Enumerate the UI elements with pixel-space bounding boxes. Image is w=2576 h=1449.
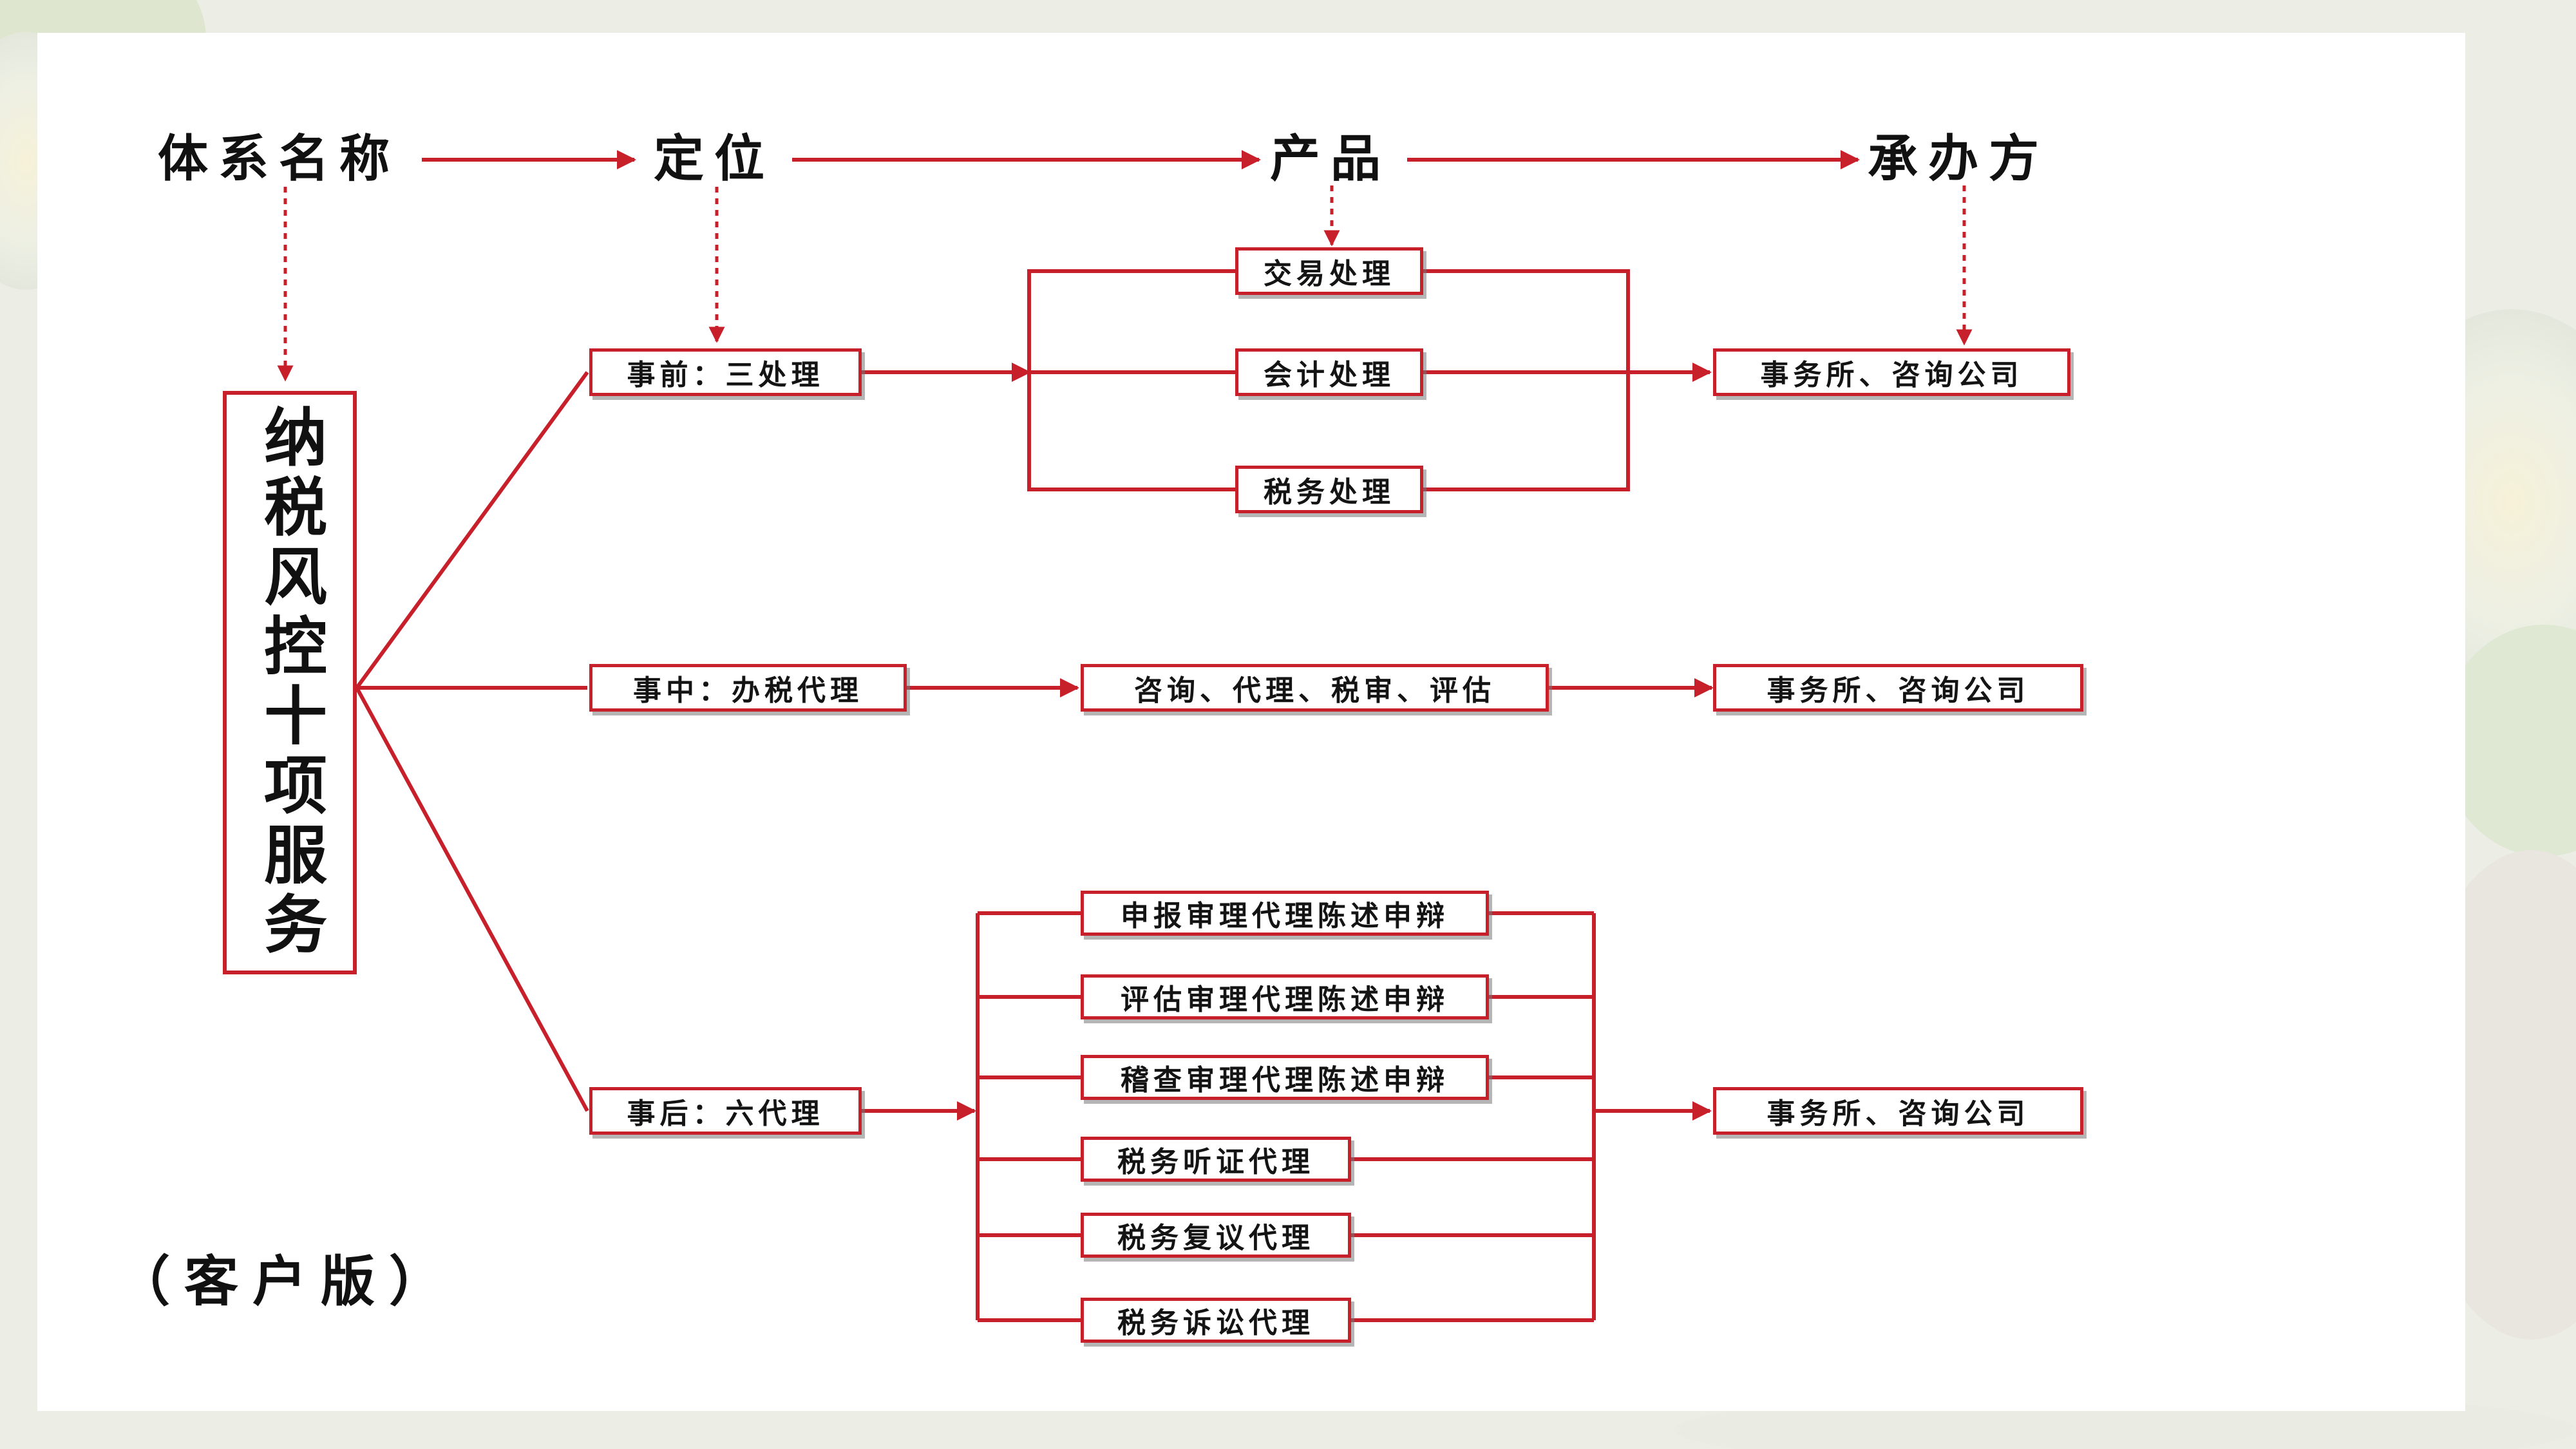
product-after-3: 稽查审理代理陈述申辩	[1081, 1055, 1489, 1100]
product-after-5: 税务复议代理	[1081, 1213, 1351, 1258]
provider-before: 事务所、咨询公司	[1713, 348, 2070, 396]
header-provider: 承办方	[1868, 130, 2050, 188]
stage-during: 事中：办税代理	[589, 664, 907, 712]
product-during-services: 咨询、代理、税审、评估	[1081, 664, 1549, 712]
main-title-box: 纳税风控十项服务	[223, 391, 357, 974]
product-after-4: 税务听证代理	[1081, 1137, 1351, 1182]
provider-after: 事务所、咨询公司	[1713, 1087, 2083, 1135]
main-title: 纳税风控十项服务	[253, 404, 327, 961]
product-after-1: 申报审理代理陈述申辩	[1081, 891, 1489, 936]
product-trade-processing: 交易处理	[1235, 247, 1423, 295]
product-after-6: 税务诉讼代理	[1081, 1298, 1351, 1343]
provider-during: 事务所、咨询公司	[1713, 664, 2083, 712]
header-system-name: 体系名称	[158, 130, 401, 188]
stage-before: 事前：三处理	[589, 348, 862, 396]
stage-after: 事后：六代理	[589, 1087, 862, 1135]
product-after-2: 评估审理代理陈述申辩	[1081, 974, 1489, 1019]
header-positioning: 定位	[654, 130, 775, 188]
product-tax-processing: 税务处理	[1235, 466, 1423, 513]
version-label: （客户版）	[116, 1250, 458, 1313]
header-product: 产品	[1270, 130, 1392, 188]
product-accounting-processing: 会计处理	[1235, 348, 1423, 396]
